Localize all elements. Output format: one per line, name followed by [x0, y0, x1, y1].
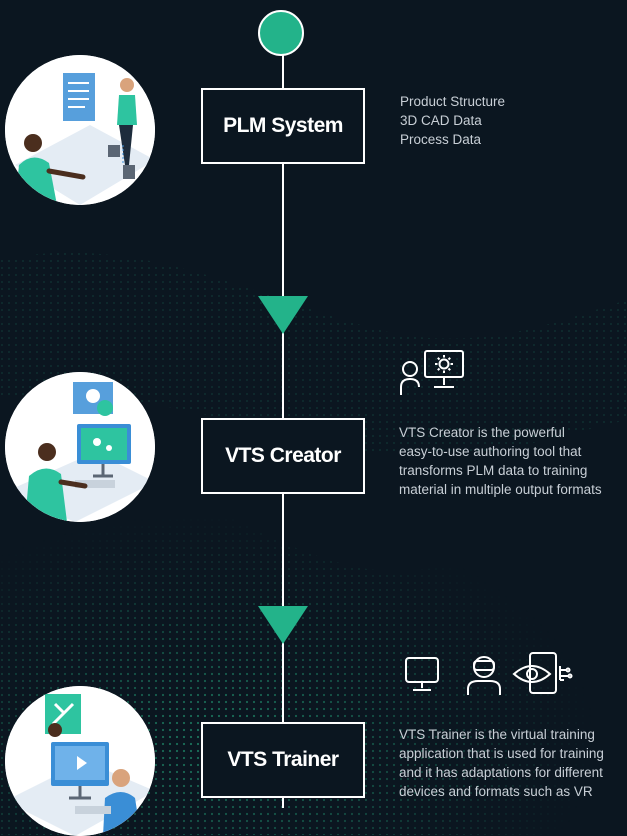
user-gear-monitor-icon	[400, 350, 464, 395]
plm-illustration	[5, 55, 155, 205]
monitor-icon	[405, 657, 439, 691]
creator-detail-line: material in multiple output formats	[399, 482, 602, 497]
creator-detail-line: easy-to-use authoring tool that	[399, 444, 582, 459]
vts-creator-box: VTS Creator	[201, 418, 365, 494]
creator-details: VTS Creator is the powerful easy-to-use …	[399, 423, 602, 499]
vts-trainer-label: VTS Trainer	[227, 748, 339, 771]
plm-details: Product Structure 3D CAD Data Process Da…	[400, 92, 505, 149]
plm-detail-line: Process Data	[400, 132, 482, 147]
trainer-detail-line: VTS Trainer is the virtual training	[399, 727, 595, 742]
vts-trainer-box: VTS Trainer	[201, 722, 365, 798]
creator-detail-line: VTS Creator is the powerful	[399, 425, 565, 440]
plm-system-label: PLM System	[223, 114, 343, 137]
plm-detail-line: 3D CAD Data	[400, 113, 482, 128]
creator-illustration	[5, 372, 155, 522]
flow-arrow-down	[258, 296, 308, 334]
start-node-circle	[258, 10, 304, 56]
trainer-details: VTS Trainer is the virtual training appl…	[399, 725, 604, 801]
flow-arrow-down	[258, 606, 308, 644]
trainer-illustration	[5, 686, 155, 836]
trainer-detail-line: application that is used for training	[399, 746, 604, 761]
trainer-detail-line: and it has adaptations for different	[399, 765, 603, 780]
vts-creator-label: VTS Creator	[225, 444, 341, 467]
trainer-detail-line: devices and formats such as VR	[399, 784, 593, 799]
tablet-eye-icon	[512, 652, 573, 694]
plm-detail-line: Product Structure	[400, 94, 506, 109]
vr-headset-icon	[467, 656, 501, 695]
plm-system-box: PLM System	[201, 88, 365, 164]
creator-detail-line: transforms PLM data to training	[399, 463, 588, 478]
